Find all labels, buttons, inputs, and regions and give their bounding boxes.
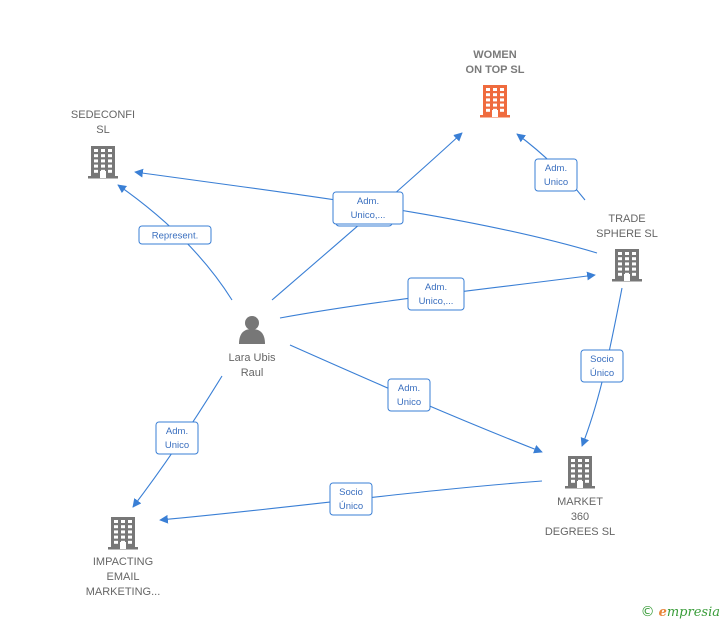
edge-label-trade-to-sedeconfi[interactable]: Adm. Unico,... — [332, 191, 404, 225]
brand-name: mpresia — [666, 605, 720, 620]
edge-label-text: Unico,... — [419, 296, 454, 307]
edge-labels-layer: Represent.Adm.Unico,...Adm.Unico,...Adm.… — [138, 158, 624, 516]
node-label-line: EMAIL — [106, 571, 139, 583]
node-trade[interactable]: TRADE SPHERE SL — [596, 213, 658, 282]
node-label-line: MARKET — [557, 496, 603, 508]
building-icon — [612, 249, 642, 282]
edge-label-text: Unico — [165, 440, 189, 451]
person-icon — [239, 316, 265, 344]
building-icon — [565, 456, 595, 489]
building-icon — [480, 85, 510, 118]
copyright-icon: © — [640, 604, 655, 620]
edge-label-lara-to-impacting[interactable]: Adm. Unico — [155, 421, 199, 455]
edge-label-text: Unico — [397, 397, 421, 408]
node-label-line: TRADE — [608, 213, 645, 225]
node-label-line: WOMEN — [473, 49, 516, 61]
edge-label-text: Represent. — [152, 231, 198, 242]
brand-initial: e — [658, 605, 667, 620]
node-label-line: SEDECONFI — [71, 109, 135, 121]
node-label-line: SL — [96, 124, 109, 136]
node-impacting[interactable]: IMPACTING EMAIL MARKETING... — [86, 517, 161, 598]
edge-label-text: Socio — [339, 487, 363, 498]
edge-label-lara-to-sedeconfi[interactable]: Represent. — [138, 225, 212, 245]
node-women[interactable]: WOMEN ON TOP SL — [466, 49, 525, 118]
nodes-layer: SEDECONFI SL WOMEN ON TOP SL TRADE SPHERE SL L… — [71, 49, 658, 598]
building-icon — [108, 517, 138, 550]
edge-label-trade-to-women[interactable]: Adm. Unico — [534, 158, 578, 192]
node-label-line: IMPACTING — [93, 556, 153, 568]
node-label-line: Raul — [241, 367, 264, 379]
node-label-line: SPHERE SL — [596, 228, 658, 240]
edge-label-text: Adm. — [398, 383, 420, 394]
edge-label-lara-to-trade[interactable]: Adm. Unico,... — [407, 277, 465, 311]
edge-label-text: Único — [339, 501, 363, 512]
edge-label-text: Único — [590, 368, 614, 379]
edge-label-text: Unico — [544, 177, 568, 188]
edge-label-text: Adm. — [545, 163, 567, 174]
edge-label-lara-to-market[interactable]: Adm. Unico — [387, 378, 431, 412]
node-label-line: 360 — [571, 511, 589, 523]
node-label-line: DEGREES SL — [545, 526, 615, 538]
edge-label-text: Adm. — [166, 426, 188, 437]
node-sedeconfi[interactable]: SEDECONFI SL — [71, 109, 135, 179]
edge-label-text: Adm. — [357, 196, 379, 207]
building-icon — [88, 146, 118, 179]
node-label-line: MARKETING... — [86, 586, 161, 598]
edge-label-text: Adm. — [425, 282, 447, 293]
brand-footer: ©empresia — [641, 604, 720, 620]
edge-label-text: Unico,... — [351, 210, 386, 221]
edge-label-text: Socio — [590, 354, 614, 365]
node-label-line: Lara Ubis — [228, 352, 276, 364]
node-label-line: ON TOP SL — [466, 64, 525, 76]
